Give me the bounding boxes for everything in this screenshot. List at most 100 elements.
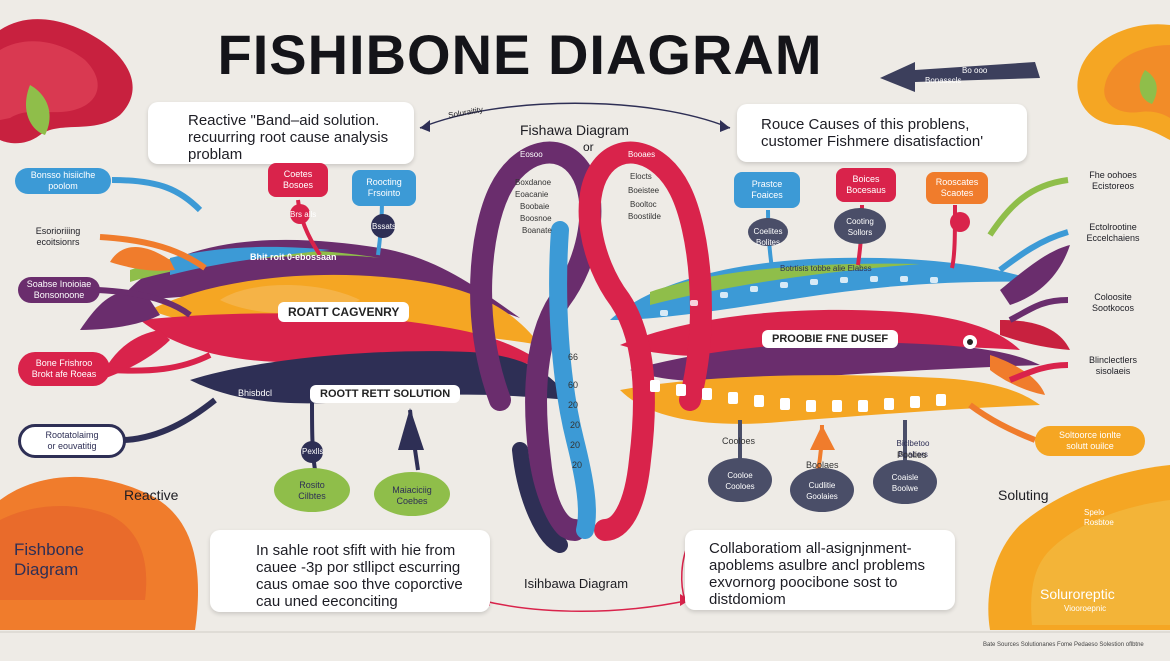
right-tail-fin-purple bbox=[1000, 245, 1070, 305]
center-right-strand-5: Boostilde bbox=[628, 212, 661, 221]
right-fish-top-dark-1-line1: Coelites bbox=[753, 227, 783, 236]
connector-right-1 bbox=[987, 177, 1069, 237]
right-fish-bottom-dark-1-line1: Cooloe bbox=[727, 471, 753, 480]
right-fish-bottom-dark-4-line2: Boabers bbox=[898, 450, 928, 459]
bottom-left-blob-inner bbox=[0, 505, 147, 600]
right-fish-head-label: PROOBIE FNE DUSEF bbox=[762, 330, 899, 348]
center-number-5: 20 bbox=[570, 440, 581, 450]
center-left-strand-1: Eosoo bbox=[520, 150, 543, 159]
center-right-strand-2: Elocts bbox=[630, 172, 652, 181]
right-fish-top-pill-2-line1: Boices bbox=[852, 174, 880, 184]
right-fish-bottom-tag-3: Poolies bbox=[897, 450, 927, 460]
left-fish-bottom-tag: Pexlls bbox=[302, 447, 324, 456]
left-pill-bubble-1 bbox=[290, 204, 310, 224]
center-number-3: 20 bbox=[568, 400, 579, 410]
center-right-strand-3: Boeistee bbox=[628, 186, 660, 195]
left-fish-top-pill-2-line1: Roocting bbox=[366, 177, 402, 187]
left-lower-green-blob-1 bbox=[274, 468, 350, 512]
center-left-strand-2: Boxdanoe bbox=[515, 178, 552, 187]
right-top-dark-blob-1 bbox=[748, 218, 788, 246]
bottom-right-blob-inner bbox=[1031, 500, 1170, 625]
corner-bottom-left-line1: Fishbone bbox=[14, 540, 84, 559]
leaf-icon bbox=[25, 85, 50, 135]
right-fish-bottom-dark-1-line2: Cooloes bbox=[725, 482, 755, 491]
center-loop-blue bbox=[549, 221, 596, 539]
callout-top-left-line1: Reactive "Band–aid solution. bbox=[188, 112, 380, 129]
connector-right-4 bbox=[1008, 362, 1069, 383]
right-fish-top-dark-1-line2: Bolites bbox=[755, 238, 780, 247]
center-left-strand-6: Boanate bbox=[522, 226, 552, 235]
right-fish-bottom-dark-3-line2: Boolwe bbox=[891, 484, 919, 493]
right-label-5-line1: Soltoorce ionlte bbox=[1058, 430, 1122, 440]
right-top-dark-blob-2 bbox=[834, 208, 886, 244]
right-label-2-line2: Eccelchaiens bbox=[1086, 233, 1140, 243]
left-fish-band-top: Bhit roit 0-ebossaan bbox=[250, 252, 337, 262]
left-label-2-line1: Esorioriiing bbox=[35, 226, 81, 236]
callout-bottom-right-line2: apoblems asulbre ancl problems bbox=[709, 557, 925, 574]
center-loop-red bbox=[578, 141, 712, 541]
left-lower-bubble bbox=[301, 441, 323, 463]
callout-bottom-left: In sahle root sfift with hie from cauee … bbox=[210, 530, 490, 612]
left-fish-root-label: ROOTT RETT SOLUTION bbox=[310, 385, 461, 403]
right-fish-top-pill-1-line2: Foaices bbox=[751, 190, 783, 200]
right-label-1-line1: Fhe oohoes bbox=[1089, 170, 1137, 180]
right-low-dark-blob-3 bbox=[873, 460, 937, 504]
callout-top-right-line1: Rouce Causes of this problens, bbox=[761, 116, 970, 133]
left-label-3-line2: Bonsonoone bbox=[33, 290, 85, 300]
connector-right-2 bbox=[998, 229, 1069, 273]
left-label-4-line2: Brokt afe Roeas bbox=[31, 369, 97, 379]
left-label-3-line1: Soabse Inoioiae bbox=[26, 279, 92, 289]
right-fish-bottom-dark-4-line1: Biclbetoo bbox=[896, 439, 930, 448]
callout-bottom-left-line2: cauee -3p por stllipct escurring bbox=[256, 559, 461, 576]
top-right-arrow-label-1: Bo ooo bbox=[962, 66, 988, 75]
callout-bottom-right: Collaboratiom all-asignjnment- apoblems … bbox=[685, 530, 955, 610]
callout-bottom-right-line3: exvornorg poocibone sost to bbox=[709, 574, 898, 591]
center-left-strand-4: Boobaie bbox=[520, 202, 550, 211]
right-band-purple bbox=[630, 342, 1040, 382]
connector-right-5 bbox=[968, 402, 1037, 443]
connector-left-5 bbox=[124, 397, 217, 443]
right-fish-bottom-tag-1: Cooloes bbox=[722, 436, 756, 446]
connector-left-4 bbox=[109, 352, 212, 374]
center-loop-navy bbox=[512, 442, 568, 553]
center-right-strand-4: Booltoc bbox=[630, 200, 657, 209]
right-top-red-bubble bbox=[950, 212, 970, 232]
left-label-5-line2: or eouvatitig bbox=[47, 441, 97, 451]
right-fish-blue-scales bbox=[660, 276, 938, 316]
callout-top-left-line2: recuurring root cause analysis bbox=[188, 129, 389, 146]
center-left-strand-3: Eoacanie bbox=[515, 190, 549, 199]
left-fish-top-pill-1-line2: Bosoes bbox=[282, 180, 314, 190]
footer-text: Bate Sources Solutionanes Fome Pedaeso S… bbox=[983, 642, 1144, 648]
right-tail-fin-red bbox=[1000, 320, 1070, 350]
left-label-1-line1: Bonsso hisiiclhe bbox=[30, 170, 96, 180]
right-label-1-line2: Ecistoreos bbox=[1091, 181, 1135, 191]
right-low-dark-blob-2 bbox=[790, 468, 854, 512]
left-lower-dark-drop bbox=[398, 408, 424, 450]
top-center-or: or bbox=[583, 140, 594, 154]
top-left-blob-inner bbox=[0, 41, 98, 120]
side-word-reactive: Reactive bbox=[124, 487, 179, 503]
top-right-arrow-label-2: Bonasscls bbox=[925, 76, 962, 85]
stem-left-lower-1 bbox=[310, 399, 317, 471]
right-fish-top-dark-2-line2: Sollors bbox=[847, 228, 873, 237]
right-fish-bottom-dark-2-line1: Cudlitie bbox=[808, 481, 836, 490]
right-fish-scales bbox=[650, 380, 946, 412]
right-fish-bottom-dark-2-line2: Goolaies bbox=[806, 492, 838, 501]
right-fish-band-top: Botrtisis tobbe alie Elabss bbox=[780, 264, 872, 273]
left-fish-top-tag-2: Bssats bbox=[372, 222, 397, 231]
